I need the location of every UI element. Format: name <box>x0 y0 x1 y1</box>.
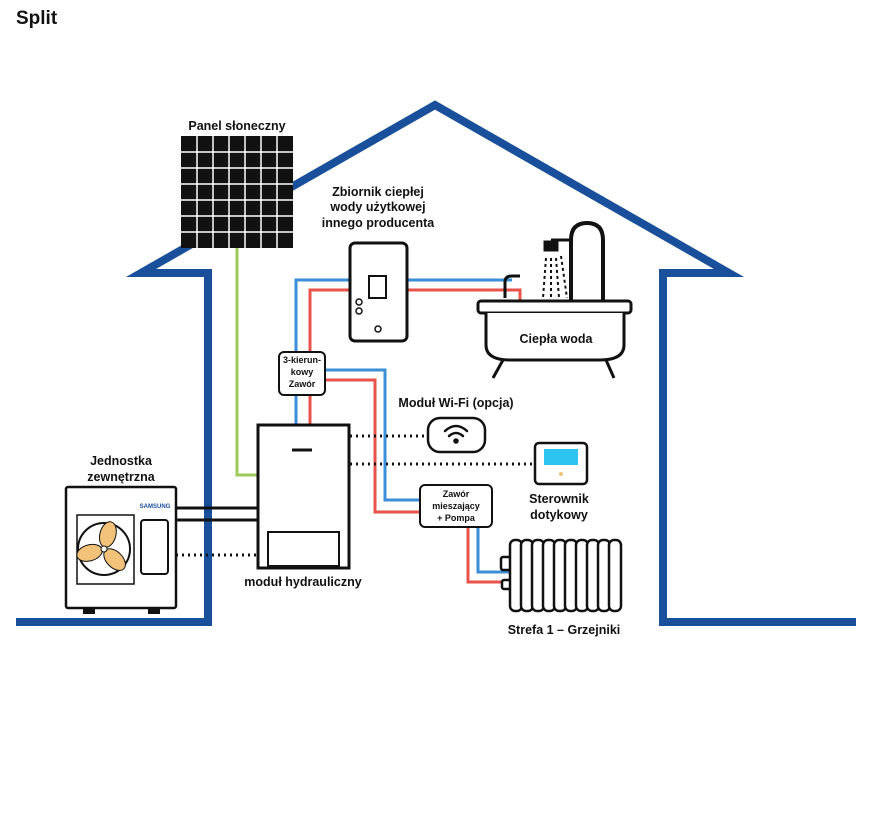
water-tank <box>348 241 409 343</box>
three-way-valve <box>278 351 326 396</box>
fan-icon <box>76 521 126 571</box>
touch-controller <box>533 441 589 486</box>
wifi-icon <box>443 424 469 444</box>
radiator <box>499 538 623 613</box>
controller-label-line2: dotykowy <box>530 508 588 522</box>
mixing-label-line3: + Pompa <box>437 513 476 523</box>
valve3-label-line1: 3-kierun- <box>283 355 321 365</box>
valve3-label-line3: Zawór <box>289 379 316 389</box>
tank-label-line2: wody użytkowej <box>329 200 425 214</box>
house-outline <box>16 100 856 626</box>
outdoor-label-line2: zewnętrzna <box>87 470 155 484</box>
mixing-label-line2: mieszający <box>432 501 480 511</box>
mixing-label-line1: Zawór <box>443 489 470 499</box>
tank-label-line3: innego producenta <box>322 216 436 230</box>
brand-logo: SAMSUNG <box>140 504 171 510</box>
zone-label: Strefa 1 – Grzejniki <box>508 623 621 637</box>
mixing-valve <box>419 484 493 528</box>
hydro-module <box>256 423 351 570</box>
bathtub <box>476 220 633 379</box>
outdoor-unit <box>64 485 178 614</box>
controller-label-line1: Sterownik <box>529 492 589 506</box>
wifi-module <box>426 416 487 454</box>
pipes <box>294 278 522 584</box>
hot-water-label: Ciepła woda <box>520 332 594 346</box>
hydro-label: moduł hydrauliczny <box>244 575 361 589</box>
signal-links <box>176 434 535 557</box>
outdoor-pipes <box>176 506 258 522</box>
outdoor-label-line1: Jednostka <box>90 454 153 468</box>
solar-panel-label: Panel słoneczny <box>188 119 285 133</box>
solar-panel <box>181 136 293 248</box>
tank-label-line1: Zbiornik ciepłej <box>332 185 424 199</box>
solar-wire <box>235 248 260 477</box>
wifi-label: Moduł Wi-Fi (opcja) <box>398 396 513 410</box>
page-title: Split <box>16 8 58 29</box>
valve3-label-line2: kowy <box>291 367 314 377</box>
